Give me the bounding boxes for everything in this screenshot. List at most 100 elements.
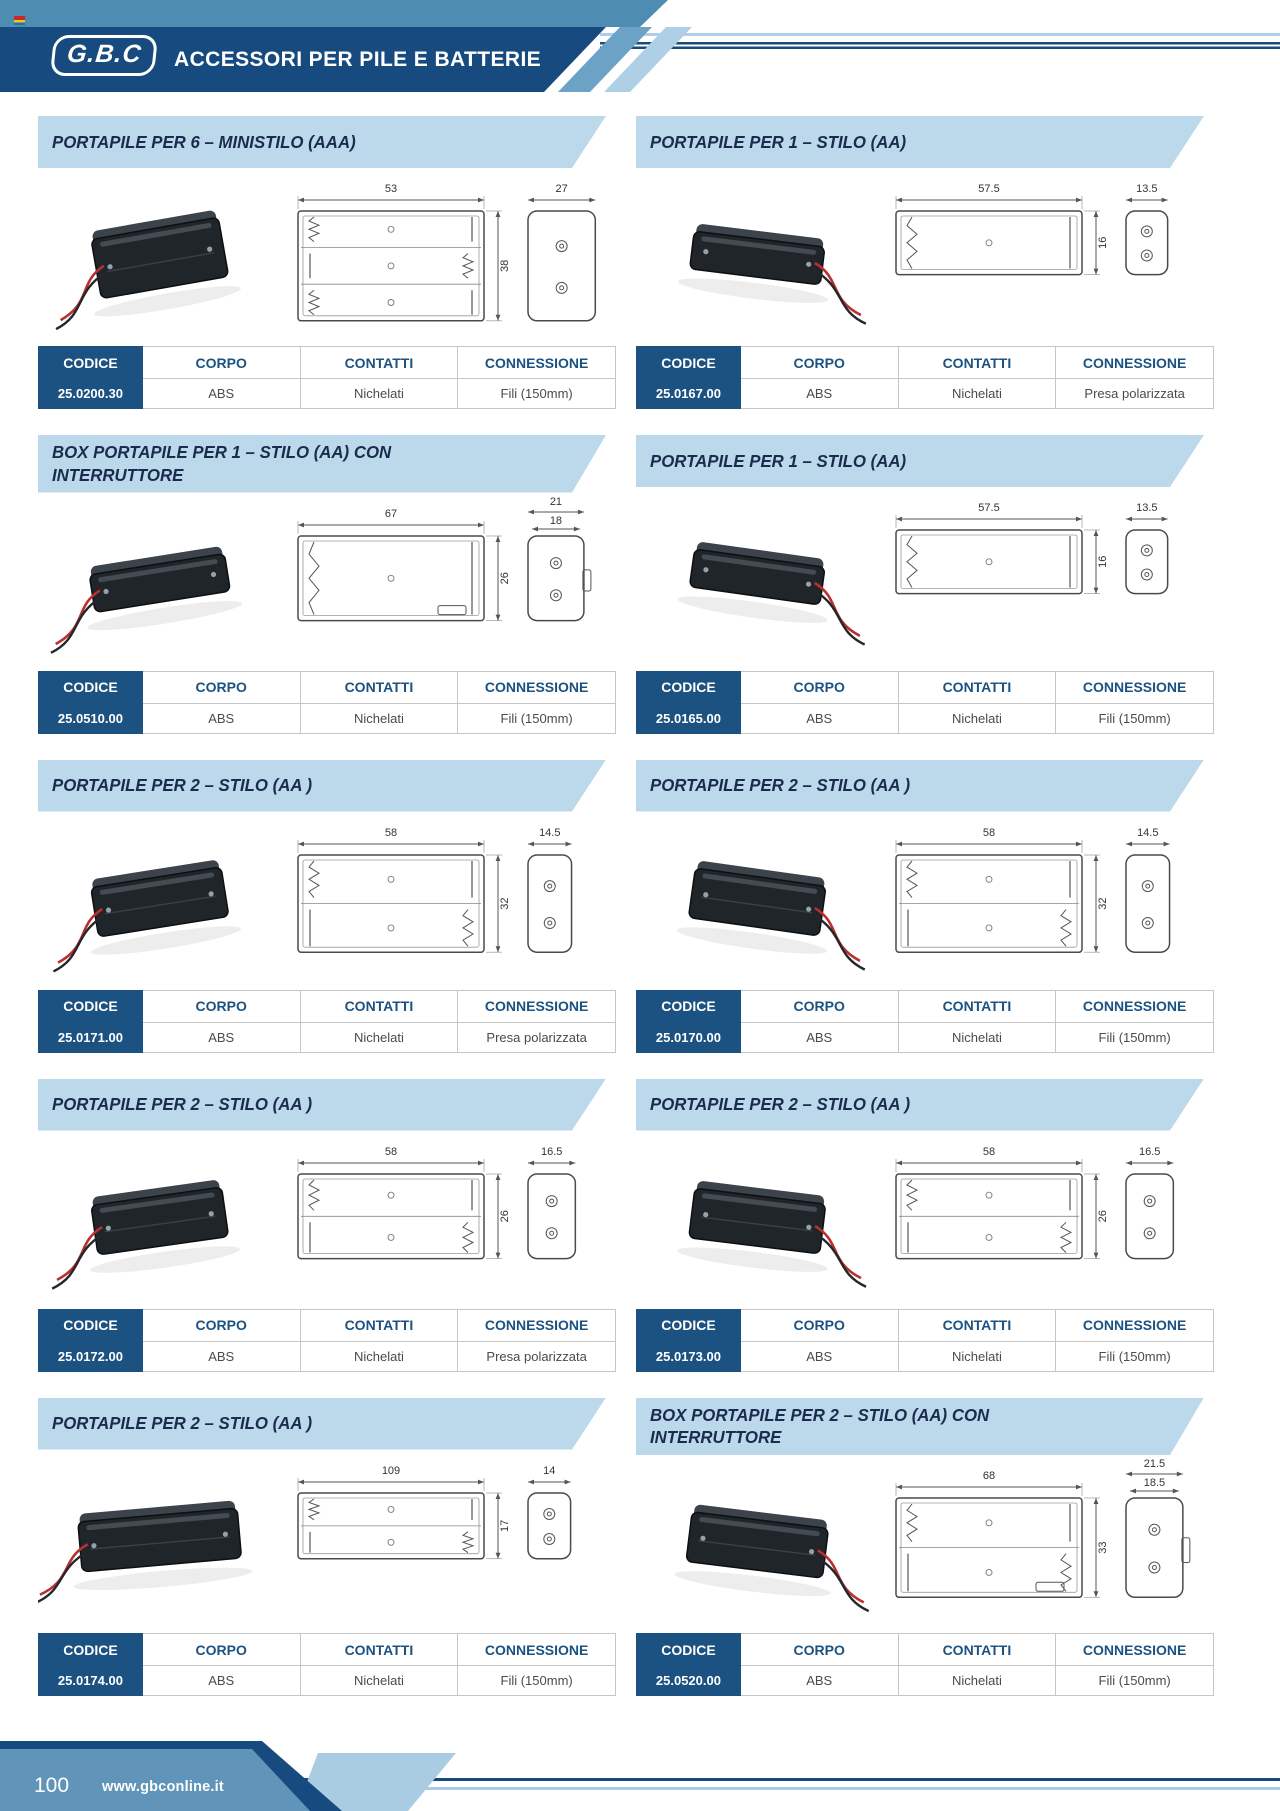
section-title-banner: PORTAPILE PER 1 – STILO (AA) [636,435,1204,487]
value-connessione: Fili (150mm) [1055,1665,1214,1696]
col-header-codice: CODICE [636,1308,741,1342]
product-photo [636,1135,884,1305]
section-title: PORTAPILE PER 2 – STILO (AA ) [650,1094,911,1115]
spec-header-row: CODICE CORPO CONTATTI CONNESSIONE [636,1308,1214,1342]
dimension-label: 26 [1097,1210,1109,1222]
dimension-label: 32 [499,897,511,909]
value-codice: 25.0170.00 [636,1021,741,1053]
col-header-contatti: CONTATTI [299,989,459,1023]
col-header-contatti: CONTATTI [897,346,1057,379]
product-photo [38,172,286,342]
technical-drawing: 58 32 14.5 [286,815,616,987]
col-header-connessione: CONNESSIONE [457,989,616,1023]
col-header-corpo: CORPO [739,670,899,704]
dimension-label: 14.5 [539,827,560,839]
dimension-label: 33 [1097,1542,1109,1554]
product-photo [38,816,286,986]
section-title-banner: PORTAPILE PER 2 – STILO (AA ) [38,760,606,812]
spec-table: CODICE CORPO CONTATTI CONNESSIONE 25.016… [636,346,1214,409]
section-title-banner: PORTAPILE PER 6 – MINISTILO (AAA) [38,116,606,168]
section-title-banner: PORTAPILE PER 2 – STILO (AA ) [636,1079,1204,1131]
dimension-label: 14 [543,1465,555,1477]
product-photo-svg [50,546,243,654]
product-section: BOX PORTAPILE PER 2 – STILO (AA) CON INT… [636,1398,1214,1696]
value-contatti: Nichelati [299,702,459,734]
value-corpo: ABS [141,1665,301,1696]
dimension-label: 13.5 [1136,183,1157,195]
product-photo-svg [52,859,241,973]
dimension-label: 14.5 [1137,827,1158,839]
section-title: BOX PORTAPILE PER 2 – STILO (AA) CON [650,1404,990,1425]
section-title: PORTAPILE PER 2 – STILO (AA ) [52,775,313,796]
col-header-corpo: CORPO [739,989,899,1023]
dimension-label: 67 [385,508,397,520]
dimension-label: 18.5 [1144,1477,1165,1489]
product-photo [38,1135,286,1305]
dimension-label: 53 [385,183,397,195]
section-title: PORTAPILE PER 1 – STILO (AA) [650,131,907,152]
col-header-codice: CODICE [38,989,143,1023]
col-header-connessione: CONNESSIONE [1055,989,1214,1023]
value-connessione: Presa polarizzata [457,1021,616,1053]
page-title: ACCESSORI PER PILE E BATTERIE [174,48,542,71]
product-photo-svg [677,1180,867,1288]
section-title-banner: PORTAPILE PER 2 – STILO (AA ) [38,1079,606,1131]
dimension-label: 58 [385,827,397,839]
spec-table: CODICE CORPO CONTATTI CONNESSIONE 25.052… [636,1633,1214,1696]
spec-value-row: 25.0520.00 ABS Nichelati Fili (150mm) [636,1665,1214,1696]
section-title: PORTAPILE PER 2 – STILO (AA ) [52,1413,313,1434]
value-codice: 25.0520.00 [636,1665,741,1696]
spec-value-row: 25.0167.00 ABS Nichelati Presa polarizza… [636,378,1214,409]
value-corpo: ABS [141,1021,301,1053]
col-header-connessione: CONNESSIONE [457,1633,616,1666]
value-contatti: Nichelati [897,1665,1057,1696]
website-url: www.gbconline.it [102,1779,224,1795]
value-contatti: Nichelati [299,1340,459,1372]
value-codice: 25.0167.00 [636,378,741,409]
page-header: G.B.C ACCESSORI PER PILE E BATTERIE [0,0,1280,100]
product-photo [38,497,286,667]
print-registration-mark [14,16,25,25]
col-header-connessione: CONNESSIONE [457,346,616,379]
col-header-connessione: CONNESSIONE [1055,346,1214,379]
col-header-corpo: CORPO [739,1308,899,1342]
col-header-corpo: CORPO [739,1633,899,1666]
value-contatti: Nichelati [299,1665,459,1696]
spec-header-row: CODICE CORPO CONTATTI CONNESSIONE [38,670,616,704]
spec-header-row: CODICE CORPO CONTATTI CONNESSIONE [636,346,1214,379]
value-codice: 25.0171.00 [38,1021,143,1053]
product-photo-svg [51,1179,241,1290]
technical-drawing-svg: 58 32 14.5 [297,827,573,953]
section-title-banner: BOX PORTAPILE PER 1 – STILO (AA) CON INT… [38,435,606,493]
value-codice: 25.0174.00 [38,1665,143,1696]
col-header-contatti: CONTATTI [897,1633,1057,1666]
dimension-label: 16.5 [541,1146,562,1158]
header-decoration [0,0,1280,92]
section-title: PORTAPILE PER 6 – MINISTILO (AAA) [52,131,356,152]
value-connessione: Fili (150mm) [457,378,616,409]
dimension-label: 38 [499,260,511,272]
value-contatti: Nichelati [299,378,459,409]
dimension-label: 16 [1097,556,1109,568]
value-codice: 25.0172.00 [38,1340,143,1372]
value-corpo: ABS [141,702,301,734]
spec-header-row: CODICE CORPO CONTATTI CONNESSIONE [38,346,616,379]
section-title-line2: INTERRUTTORE [52,464,184,485]
col-header-connessione: CONNESSIONE [1055,1633,1214,1666]
